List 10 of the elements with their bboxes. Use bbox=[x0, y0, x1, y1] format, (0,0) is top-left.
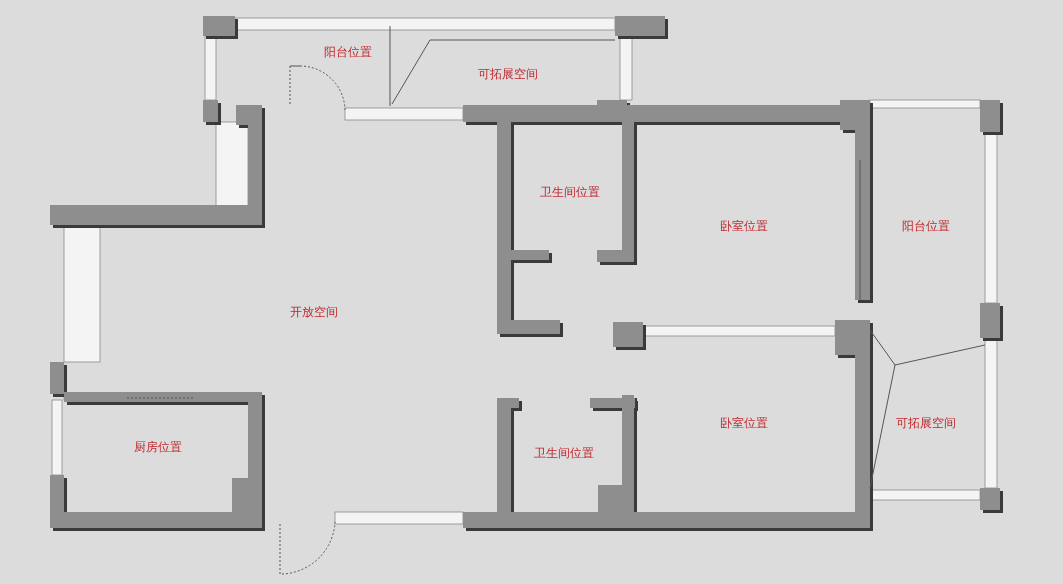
room-label: 卫生间位置 bbox=[540, 186, 600, 198]
room-label: 卧室位置 bbox=[720, 417, 768, 429]
room-label: 阳台位置 bbox=[324, 46, 372, 58]
room-label: 阳台位置 bbox=[902, 220, 950, 232]
room-label: 可拓展空间 bbox=[478, 68, 538, 80]
room-label: 厨房位置 bbox=[134, 441, 182, 453]
room-label: 卧室位置 bbox=[720, 220, 768, 232]
room-label: 可拓展空间 bbox=[896, 417, 956, 429]
room-label: 卫生间位置 bbox=[534, 447, 594, 459]
room-label: 开放空间 bbox=[290, 306, 338, 318]
